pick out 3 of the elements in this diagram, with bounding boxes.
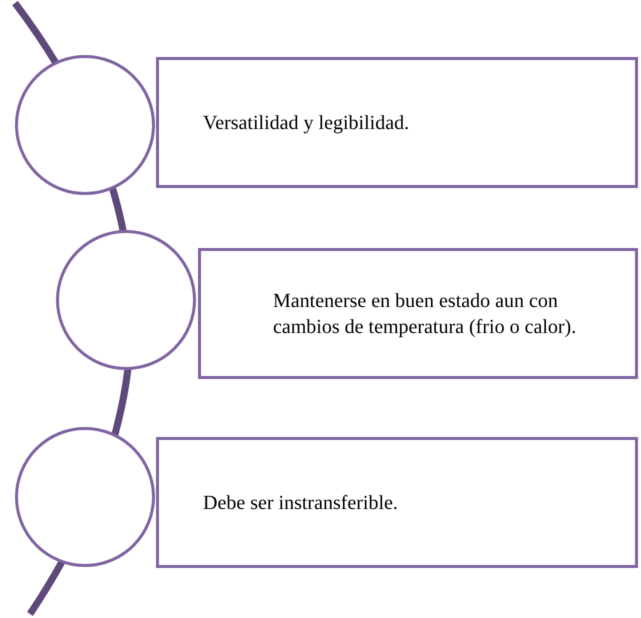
list-item-box: Versatilidad y legibilidad. — [156, 57, 638, 188]
list-item-box: Mantenerse en buen estado aun con cambios de temperatura (frio o calor). — [198, 248, 638, 379]
list-item-box: Debe ser instransferible. — [156, 437, 638, 568]
